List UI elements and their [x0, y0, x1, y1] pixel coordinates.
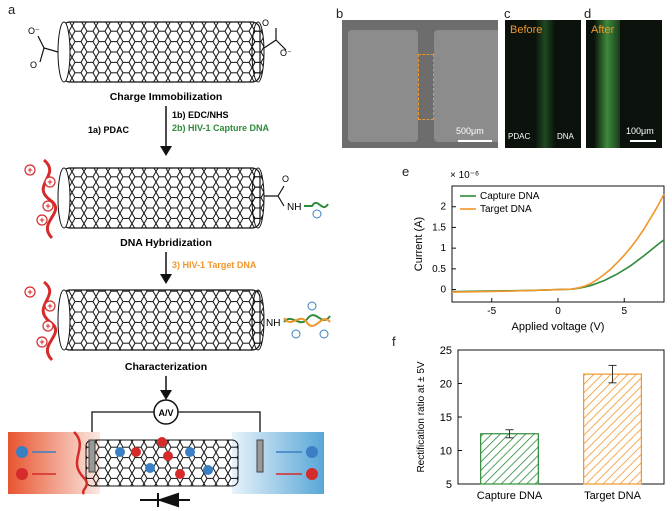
category-label-0: Capture DNA	[477, 490, 543, 502]
carboxyl-label-2: O⁻	[280, 48, 292, 58]
svg-text:+: +	[39, 215, 44, 225]
y-tick-label-f: 25	[440, 345, 452, 357]
panel-label-a: a	[8, 2, 16, 17]
panel-label-d: d	[584, 6, 592, 21]
svg-text:+: +	[27, 287, 32, 297]
category-label-1: Target DNA	[584, 490, 642, 502]
panel-label-e: e	[402, 164, 410, 179]
series-line-0	[451, 239, 665, 293]
y-tick-label-f: 15	[440, 412, 452, 424]
stage-charge-immobilization: Charge Immobilization	[110, 91, 223, 103]
legend-label-1: Target DNA	[480, 204, 532, 215]
y-tick-label-e: 0	[440, 285, 446, 296]
step-3: 3) HIV-1 Target DNA	[172, 260, 257, 270]
panel-label-f: f	[392, 334, 396, 349]
before-label: Before	[510, 24, 543, 36]
svg-text:+: +	[47, 177, 52, 187]
bar-0	[480, 433, 539, 485]
amide-nh-label-2: NH	[266, 318, 280, 329]
x-tick-label-e: 0	[555, 306, 561, 317]
y-axis-label-e: Current (A)	[413, 217, 425, 271]
panel-label-b: b	[336, 6, 344, 21]
x-tick-label-e: -5	[487, 306, 496, 317]
region-of-interest	[418, 54, 434, 120]
scale-label-d: 100μm	[626, 126, 654, 136]
carboxyl-o-label-1: O	[30, 60, 37, 70]
diode-icon	[140, 492, 190, 508]
ion-arrows	[16, 446, 318, 480]
scale-bar-b	[458, 140, 492, 142]
y-tick-label-f: 20	[440, 379, 452, 391]
y-tick-label-f: 10	[440, 446, 452, 458]
schematic-diagram: O⁻ O O⁻ O Charge Immobilization 1a) PDAC…	[8, 18, 331, 508]
dna-label: DNA	[557, 132, 574, 141]
step-1b: 1b) EDC/NHS	[172, 110, 229, 120]
bar-1	[583, 373, 642, 485]
svg-text:+: +	[39, 337, 44, 347]
svg-text:+: +	[47, 301, 52, 311]
reservoir-positive	[8, 432, 100, 494]
y-tick-label-f: 5	[446, 479, 452, 491]
fluorescence-before: Before PDAC DNA	[505, 20, 581, 148]
svg-text:+: +	[45, 201, 50, 211]
stage-characterization: Characterization	[125, 361, 207, 373]
amide-o-label: O	[282, 174, 289, 184]
nanotube-2	[57, 167, 265, 229]
scale-label-b: 500μm	[456, 126, 484, 136]
x-tick-label-e: 5	[621, 306, 627, 317]
stage-dna-hybridization: DNA Hybridization	[120, 237, 212, 249]
legend-label-0: Capture DNA	[480, 191, 540, 202]
y-tick-label-e: 1	[440, 243, 446, 254]
after-label: After	[591, 24, 615, 36]
svg-text:+: +	[27, 165, 32, 175]
nanotube-1	[57, 21, 265, 83]
pdac-label: PDAC	[508, 132, 531, 141]
reservoir-negative	[232, 432, 324, 494]
y-tick-label-e: 0.5	[432, 264, 446, 275]
meter-label: A/V	[158, 408, 173, 418]
x-axis-label-e: Applied voltage (V)	[512, 321, 605, 333]
y-tick-label-e: 1.5	[432, 222, 446, 233]
nanotube-3	[57, 289, 265, 351]
carboxyl-o-label-2: O	[262, 18, 269, 28]
series-line-1	[451, 193, 665, 293]
svg-text:+: +	[45, 321, 50, 331]
microscope-image-b: 500μm	[342, 20, 498, 148]
carboxyl-label-1: O⁻	[28, 26, 40, 36]
fluorescence-after: After 100μm	[586, 20, 662, 148]
step-2b: 2b) HIV-1 Capture DNA	[172, 123, 270, 133]
scale-bar-d	[630, 140, 656, 142]
step-1a: 1a) PDAC	[88, 125, 130, 135]
y-tick-label-e: 2	[440, 202, 446, 213]
y-multiplier-e: × 10⁻⁶	[450, 170, 479, 181]
panel-label-c: c	[504, 6, 511, 21]
y-axis-label-f: Rectification ratio at ± 5V	[416, 361, 427, 472]
amide-nh-label-1: NH	[287, 202, 301, 213]
